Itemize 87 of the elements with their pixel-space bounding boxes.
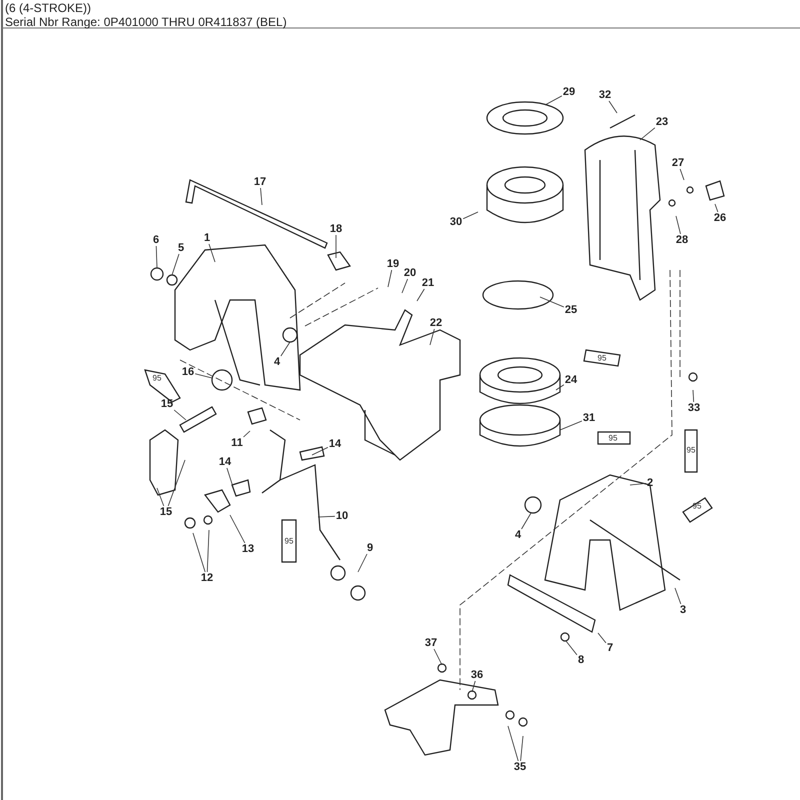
leader-line	[540, 296, 564, 308]
tube-label: 95	[598, 354, 606, 362]
callout-number: 24	[564, 374, 578, 386]
callout-number: 4	[272, 356, 282, 368]
leader-line	[416, 288, 425, 302]
callout-number: 14	[218, 456, 232, 468]
callout-number: 13	[240, 543, 256, 555]
leader-line	[680, 168, 684, 180]
leader-line	[402, 278, 408, 294]
callout-number: 33	[686, 402, 702, 414]
leader-line	[608, 100, 618, 114]
leader-line	[560, 420, 582, 430]
leader-line	[318, 516, 336, 518]
leader-line	[174, 410, 186, 420]
tube-label: 95	[284, 536, 294, 546]
callout-number: 31	[582, 412, 596, 424]
leader-line	[434, 648, 442, 666]
leader-line	[714, 204, 718, 212]
tube-label: 95	[152, 374, 162, 382]
callout-number: 10	[334, 510, 350, 522]
callout-number: 35	[512, 761, 528, 773]
leader-line	[430, 328, 435, 346]
callout-number: 6	[152, 234, 160, 246]
callout-number: 26	[712, 212, 728, 224]
header-subtitle: Serial Nbr Range: 0P401000 THRU 0R411837 (BEL)	[5, 15, 287, 29]
leader-line	[243, 430, 250, 438]
callout-number: 15	[158, 506, 174, 518]
callout-number: 17	[252, 176, 268, 188]
callout-number: 20	[402, 267, 418, 279]
callout-number: 32	[598, 89, 612, 101]
leader-line	[462, 212, 478, 220]
callout-number: 1	[202, 232, 212, 244]
callout-number: 9	[366, 542, 374, 554]
leader-line	[388, 270, 392, 288]
leader-line	[192, 532, 206, 572]
tube-label: 95	[608, 434, 618, 442]
header-title: (6 (4-STROKE))	[5, 1, 92, 15]
callout-number: 4	[514, 529, 522, 541]
callout-number: 28	[674, 234, 690, 246]
callout-number: 5	[176, 242, 186, 254]
leader-line	[520, 736, 524, 762]
leader-line	[172, 254, 180, 276]
leader-line	[260, 188, 262, 206]
callout-number: 7	[606, 642, 614, 654]
callout-number: 23	[654, 116, 670, 128]
leader-line	[566, 640, 578, 656]
leader-line	[598, 632, 606, 644]
leader-line	[544, 95, 562, 106]
leader-line	[358, 554, 368, 572]
callout-number: 22	[428, 317, 444, 329]
leader-line	[674, 588, 682, 604]
callout-number: 14	[328, 438, 342, 450]
tube-label: 95	[686, 446, 696, 454]
leader-line	[194, 373, 212, 378]
leader-line	[676, 216, 681, 234]
leader-line	[521, 512, 532, 530]
callout-number: 8	[576, 654, 586, 666]
leader-line	[206, 530, 210, 572]
leader-line	[630, 483, 646, 486]
tube-label: 95	[692, 502, 702, 510]
callout-number: 25	[564, 304, 578, 316]
callout-number: 15	[160, 398, 174, 410]
leader-line	[692, 390, 694, 402]
leader-line	[508, 726, 519, 762]
leader-line	[640, 127, 656, 140]
callout-number: 30	[448, 216, 464, 228]
callout-number: 11	[230, 437, 244, 449]
callout-number: 3	[678, 604, 688, 616]
callout-number: 18	[328, 223, 344, 235]
callout-number: 16	[180, 366, 196, 378]
leader-line	[472, 680, 476, 692]
leader-line	[156, 488, 164, 506]
leader-line	[208, 244, 216, 262]
leader-line	[168, 460, 186, 506]
leader-line	[556, 384, 564, 390]
callout-number: 21	[420, 277, 436, 289]
callout-number: 37	[424, 637, 438, 649]
leader-line	[156, 246, 158, 268]
leader-line	[312, 447, 328, 456]
leader-line	[226, 468, 234, 490]
callout-number: 36	[470, 669, 484, 681]
callout-number: 27	[670, 157, 686, 169]
callout-number: 19	[386, 258, 400, 270]
leader-line	[280, 342, 290, 356]
callout-number: 12	[200, 572, 214, 584]
callout-number: 29	[562, 86, 576, 98]
leader-line	[230, 514, 246, 544]
